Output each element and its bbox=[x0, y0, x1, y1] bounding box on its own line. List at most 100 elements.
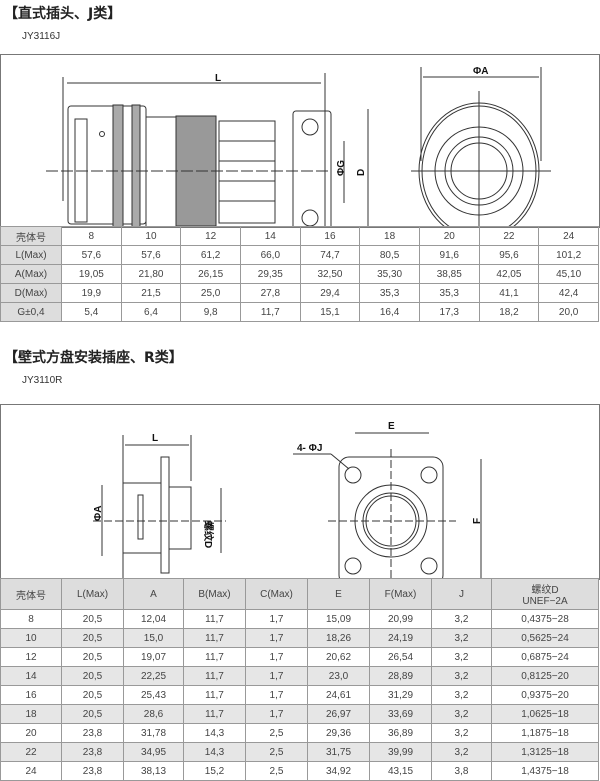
table-cell: 80,5 bbox=[359, 245, 420, 265]
table-cell: 20,5 bbox=[61, 685, 124, 705]
row-label-cell: 8 bbox=[0, 609, 62, 629]
table-cell: 25,0 bbox=[180, 283, 241, 303]
table-cell: 43,15 bbox=[369, 761, 432, 781]
table-cell: 1,7 bbox=[245, 628, 308, 648]
table-cell: 1,7 bbox=[245, 609, 308, 629]
table-cell: 9,8 bbox=[180, 302, 241, 322]
table-cell: 21,5 bbox=[120, 283, 182, 303]
row-label-cell: 24 bbox=[0, 761, 62, 781]
table-cell: 35,3 bbox=[359, 283, 420, 303]
table-cell: 42,05 bbox=[478, 264, 540, 284]
table-cell: 27,8 bbox=[239, 283, 301, 303]
dim-label-L: L bbox=[215, 73, 221, 84]
table-cell: 3,2 bbox=[431, 704, 492, 724]
model-number: JY3116J bbox=[22, 31, 61, 42]
table-cell: 19,9 bbox=[61, 283, 122, 303]
header-thread-label: 螺纹D bbox=[531, 585, 559, 596]
table-header-row: 壳体号 L(Max) A B(Max) C(Max) E F(Max) J 螺纹… bbox=[0, 578, 599, 610]
table-cell: 61,2 bbox=[180, 245, 241, 265]
table-cell: 6,4 bbox=[120, 302, 182, 322]
table-cell: 32,50 bbox=[299, 264, 361, 284]
row-label-cell: G±0,4 bbox=[0, 302, 62, 322]
table-cell: 12,04 bbox=[123, 609, 184, 629]
table-cell: 3,2 bbox=[431, 609, 492, 629]
table-cell: 45,10 bbox=[538, 264, 599, 284]
section-title-wall-receptacle: 【壁式方盘安装插座、R类】 bbox=[4, 350, 183, 366]
table-cell: 74,7 bbox=[299, 245, 361, 265]
row-label-cell: 20 bbox=[0, 723, 62, 743]
table-cell: 0,8125−20 bbox=[491, 666, 599, 686]
table-cell: 24,61 bbox=[307, 685, 370, 705]
dim-label-L: L bbox=[152, 433, 158, 444]
table-cell: 91,6 bbox=[418, 245, 480, 265]
table-cell: 23,8 bbox=[61, 761, 124, 781]
table-cell: 25,43 bbox=[123, 685, 184, 705]
dim-label-A: ΦA bbox=[93, 506, 104, 521]
dim-label-J: 4- ΦJ bbox=[297, 443, 322, 454]
table-cell: 11,7 bbox=[239, 302, 301, 322]
table-cell: 31,75 bbox=[307, 742, 370, 762]
table-cell: 20,5 bbox=[61, 628, 124, 648]
table-cell: 0,5625−24 bbox=[491, 628, 599, 648]
table-cell: 15,09 bbox=[307, 609, 370, 629]
table-cell: 12 bbox=[180, 226, 241, 246]
table-cell: 1,7 bbox=[245, 685, 308, 705]
table-cell: 3,2 bbox=[431, 666, 492, 686]
table-cell: 34,95 bbox=[123, 742, 184, 762]
table-cell: 29,4 bbox=[299, 283, 361, 303]
table-cell: 20,5 bbox=[61, 609, 124, 629]
row-label-cell: 壳体号 bbox=[0, 226, 62, 246]
table-cell: 20,99 bbox=[369, 609, 432, 629]
table-cell: 1,7 bbox=[245, 666, 308, 686]
table-cell: 8 bbox=[61, 226, 122, 246]
table-cell: 24,19 bbox=[369, 628, 432, 648]
header-cell: F(Max) bbox=[369, 578, 432, 610]
table-cell: 3,2 bbox=[431, 723, 492, 743]
table-cell: 66,0 bbox=[239, 245, 301, 265]
table-cell: 20 bbox=[418, 226, 480, 246]
table-cell: 2,5 bbox=[245, 761, 308, 781]
table-cell: 1,0625−18 bbox=[491, 704, 599, 724]
row-label-cell: 18 bbox=[0, 704, 62, 724]
table-cell: 35,30 bbox=[359, 264, 420, 284]
table-cell: 17,3 bbox=[418, 302, 480, 322]
table-cell: 41,1 bbox=[478, 283, 540, 303]
table-cell: 20,0 bbox=[538, 302, 599, 322]
table-cell: 28,6 bbox=[123, 704, 184, 724]
table-cell: 23,0 bbox=[307, 666, 370, 686]
row-label-cell: D(Max) bbox=[0, 283, 62, 303]
row-label-cell: L(Max) bbox=[0, 245, 62, 265]
table-cell: 14,3 bbox=[183, 742, 246, 762]
table-cell: 18,2 bbox=[478, 302, 540, 322]
row-label-cell: 10 bbox=[0, 628, 62, 648]
row-label-cell: A(Max) bbox=[0, 264, 62, 284]
table-cell: 29,35 bbox=[239, 264, 301, 284]
table-cell: 26,15 bbox=[180, 264, 241, 284]
table-cell: 23,8 bbox=[61, 742, 124, 762]
table-cell: 14,3 bbox=[183, 723, 246, 743]
plug-drawing: L ΦG D ΦA bbox=[0, 54, 600, 240]
row-label-cell: 22 bbox=[0, 742, 62, 762]
table-cell: 18 bbox=[359, 226, 420, 246]
receptacle-drawing: L ΦA 螺纹D B C E 4- ΦJ F bbox=[0, 404, 600, 601]
dim-label-D: 螺纹D bbox=[202, 521, 215, 548]
table-cell: 1,7 bbox=[245, 704, 308, 724]
model-number: JY3110R bbox=[22, 375, 63, 386]
table-cell: 26,54 bbox=[369, 647, 432, 667]
header-cell: C(Max) bbox=[245, 578, 308, 610]
table-cell: 21,80 bbox=[120, 264, 182, 284]
table-cell: 20,62 bbox=[307, 647, 370, 667]
table-cell: 0,9375−20 bbox=[491, 685, 599, 705]
header-cell: 壳体号 bbox=[0, 578, 62, 610]
table-cell: 1,7 bbox=[245, 647, 308, 667]
table-cell: 18,26 bbox=[307, 628, 370, 648]
table-cell: 20,5 bbox=[61, 666, 124, 686]
